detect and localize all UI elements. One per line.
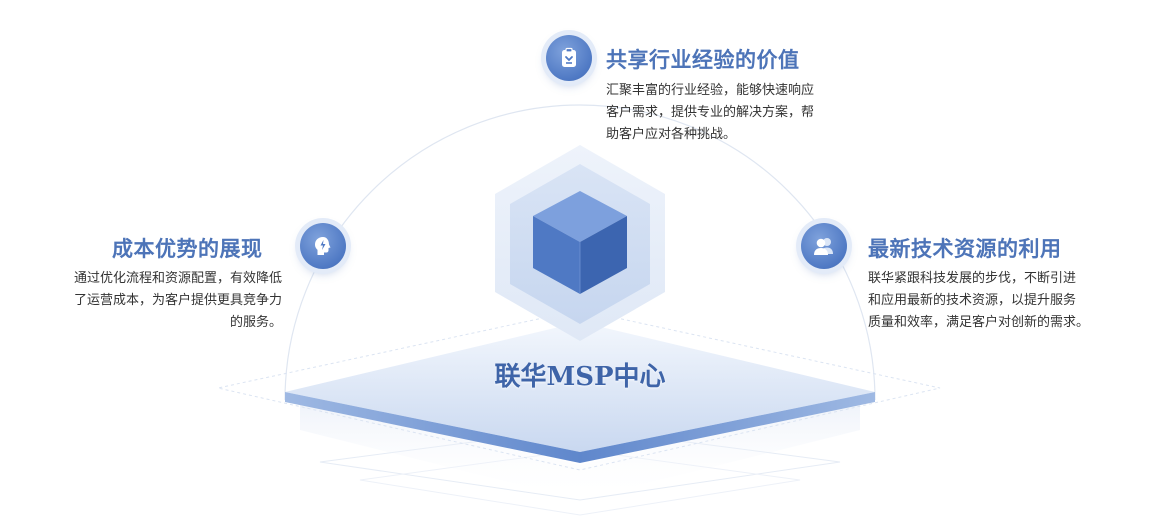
platform-shadow-layer xyxy=(359,449,801,516)
feature-left-desc-line: 通过优化流程和资源配置，有效降低 xyxy=(73,271,282,286)
center-label: 联华MSP中心 xyxy=(494,362,666,392)
feature-top-desc: 汇聚丰富的行业经验，能够快速响应 客户需求，提供专业的解决方案，帮 助客户应对各… xyxy=(606,80,896,146)
cube-top xyxy=(533,191,627,242)
lightning-head-icon xyxy=(315,237,331,255)
feature-left-desc-line: 了运营成本，为客户提供更具竞争力 xyxy=(73,293,282,308)
feature-right-icon-badge xyxy=(801,223,847,269)
platform-top xyxy=(285,322,875,452)
platform-edge-right xyxy=(580,392,875,463)
feature-left-icon-badge xyxy=(300,223,346,269)
feature-left-desc: 通过优化流程和资源配置，有效降低 了运营成本，为客户提供更具竞争力 的服务。 xyxy=(20,268,282,334)
cube-left xyxy=(533,216,580,294)
clipboard-icon xyxy=(562,47,576,67)
cube-right xyxy=(580,216,627,294)
feature-right-desc-line: 和应用最新的技术资源，以提升服务 xyxy=(868,293,1077,308)
feature-right-desc-line: 质量和效率，满足客户对创新的需求。 xyxy=(868,315,1090,330)
feature-left-title: 成本优势的展现 xyxy=(112,236,263,261)
feature-right-title: 最新技术资源的利用 xyxy=(868,236,1062,261)
feature-top-title: 共享行业经验的价值 xyxy=(606,47,800,72)
feature-left-desc-line: 的服务。 xyxy=(229,315,282,330)
platform-reflection xyxy=(300,400,860,500)
platform-dashed-frame xyxy=(217,309,941,471)
platform-edge-left xyxy=(285,392,580,463)
feature-top-desc-line: 客户需求，提供专业的解决方案，帮 xyxy=(606,105,815,120)
feature-top-icon-badge xyxy=(546,35,592,81)
feature-top-desc-line: 助客户应对各种挑战。 xyxy=(606,127,737,142)
feature-top-desc-line: 汇聚丰富的行业经验，能够快速响应 xyxy=(606,83,815,98)
feature-right-desc-line: 联华紧跟科技发展的步伐，不断引进 xyxy=(868,271,1077,286)
users-icon xyxy=(814,238,833,255)
feature-right-desc: 联华紧跟科技发展的步伐，不断引进 和应用最新的技术资源，以提升服务 质量和效率，… xyxy=(868,268,1148,334)
